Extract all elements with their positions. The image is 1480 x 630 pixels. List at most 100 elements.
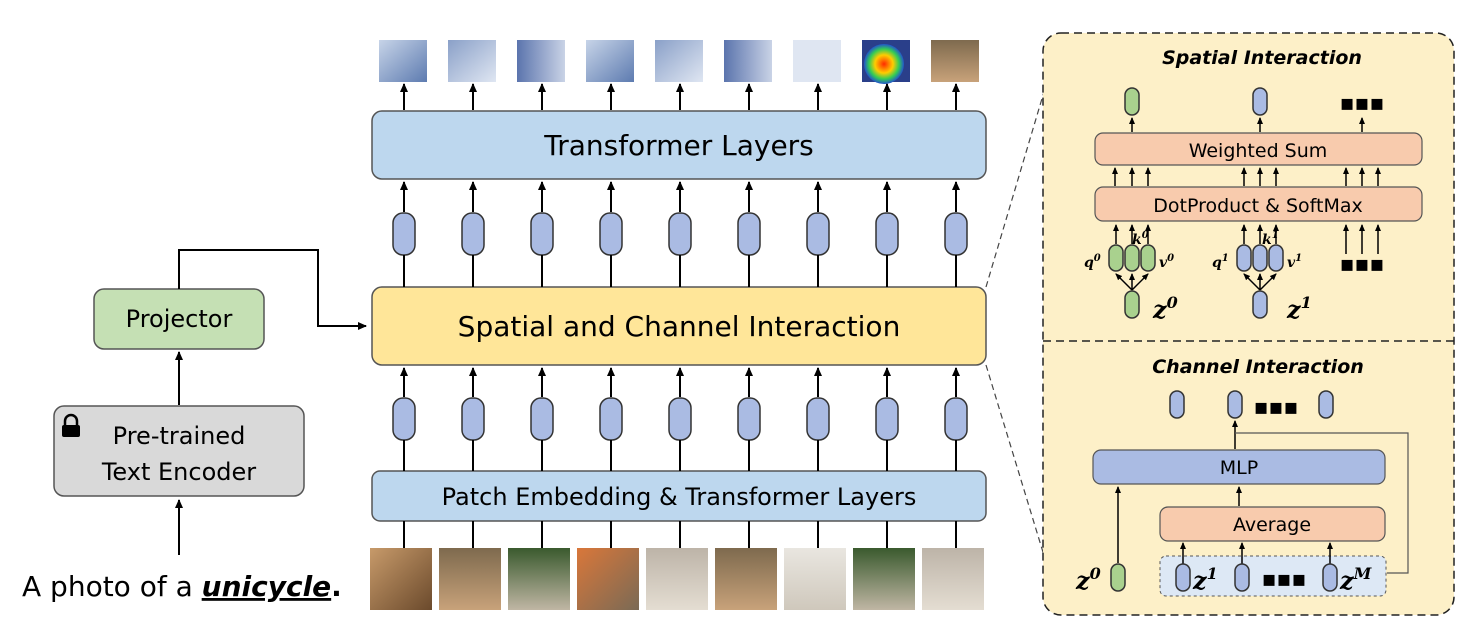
mlp-box	[1092, 449, 1386, 485]
token	[392, 212, 416, 256]
k0-label: k0	[1132, 230, 1149, 248]
k0-token	[1124, 244, 1140, 272]
output-thumbnail	[586, 40, 634, 82]
channel-out-token-0	[1169, 390, 1185, 419]
qkv-group-more	[1343, 224, 1381, 254]
zoom-line-top	[985, 37, 1061, 288]
input-patches	[370, 548, 984, 610]
channel-out-token-m	[1318, 390, 1334, 419]
token	[875, 212, 899, 256]
heatmap-blob	[864, 44, 904, 84]
output-thumbnail	[379, 40, 427, 82]
spatial-out-ellipsis: ▪▪▪	[1340, 91, 1385, 116]
dotproduct-softmax-label: DotProduct & SoftMax	[1153, 195, 1363, 217]
channel-z1-token	[1175, 563, 1191, 592]
token	[461, 397, 485, 441]
token	[599, 212, 623, 256]
token	[599, 397, 623, 441]
mlp-label: MLP	[1220, 457, 1258, 479]
output-thumbnail	[931, 40, 979, 82]
z1-token	[1252, 290, 1268, 319]
output-thumbnail	[448, 40, 496, 82]
channel-out-token-1	[1227, 390, 1243, 419]
channel-z1-label: z1	[1192, 564, 1218, 595]
channel-z0-token	[1110, 563, 1126, 592]
q0-label: q0	[1084, 253, 1101, 271]
z0-token	[1124, 290, 1140, 319]
v0-token	[1140, 244, 1156, 272]
token	[944, 397, 968, 441]
dotproduct-softmax-box	[1094, 186, 1423, 222]
input-patch	[646, 548, 708, 610]
token	[461, 212, 485, 256]
input-patch	[577, 548, 639, 610]
patch-embedding-label: Patch Embedding & Transformer Layers	[442, 483, 917, 511]
token	[944, 212, 968, 256]
caption-word: unicycle	[202, 570, 332, 603]
token	[806, 212, 830, 256]
token	[530, 212, 554, 256]
token	[530, 397, 554, 441]
text-encoder-box	[53, 405, 305, 497]
token	[668, 212, 692, 256]
text-encoder-label-line1: Pre-trained	[113, 422, 246, 450]
channel-out-ellipsis: ▪▪▪	[1254, 395, 1299, 420]
input-patch	[370, 548, 432, 610]
caption-suffix: .	[331, 570, 342, 603]
output-thumbnails	[379, 40, 979, 84]
token	[668, 397, 692, 441]
spatial-group-ellipsis: ▪▪▪	[1340, 252, 1385, 277]
main-token-columns	[392, 83, 968, 548]
token	[737, 212, 761, 256]
residual-connection	[1235, 432, 1409, 574]
input-patch	[922, 548, 984, 610]
average-box	[1159, 506, 1386, 542]
caption-prefix: A photo of a	[22, 570, 202, 603]
spatial-out-token-0	[1124, 87, 1140, 116]
channel-title: Channel Interaction	[1152, 356, 1364, 378]
lock-icon	[62, 413, 80, 437]
v0-label: v0	[1159, 253, 1174, 271]
qkv-group-0	[1108, 224, 1156, 319]
spatial-out-token-1	[1252, 87, 1268, 116]
output-thumbnail	[724, 40, 772, 82]
average-label: Average	[1233, 514, 1311, 536]
weighted-sum-label: Weighted Sum	[1189, 140, 1328, 162]
v1-label: v1	[1287, 253, 1302, 271]
channel-zm-token	[1322, 563, 1338, 592]
input-patch	[784, 548, 846, 610]
transformer-layers-label: Transformer Layers	[543, 129, 814, 162]
output-thumbnail	[793, 40, 841, 82]
transformer-layers-box	[371, 110, 987, 180]
arrow-projector-to-interaction	[178, 249, 367, 330]
q1-label: q1	[1212, 253, 1229, 271]
channel-group-ellipsis: ▪▪▪	[1262, 567, 1307, 592]
text-encoder-label-line2: Text Encoder	[101, 458, 256, 486]
token	[737, 397, 761, 441]
token	[806, 397, 830, 441]
channel-zm-label: zM	[1339, 564, 1373, 595]
v1-token	[1268, 244, 1284, 272]
output-thumbnail	[655, 40, 703, 82]
caption: A photo of a unicycle.	[22, 570, 342, 603]
interaction-label: Spatial and Channel Interaction	[458, 310, 901, 343]
output-thumbnail	[517, 40, 565, 82]
input-patch	[853, 548, 915, 610]
z0-label-spatial: z0	[1152, 293, 1178, 324]
k1-label: k1	[1262, 230, 1279, 248]
arrows-dot-to-weighted	[1112, 167, 1381, 186]
input-patch	[439, 548, 501, 610]
q1-token	[1236, 244, 1252, 272]
projector-label: Projector	[126, 305, 233, 333]
channel-z0-label: z0	[1075, 564, 1101, 595]
token	[875, 397, 899, 441]
k1-token	[1252, 244, 1268, 272]
input-patch	[715, 548, 777, 610]
weighted-sum-box	[1094, 132, 1423, 166]
z1-label-spatial: z1	[1286, 293, 1312, 324]
qkv-group-1	[1236, 224, 1284, 319]
token	[392, 397, 416, 441]
spatial-title: Spatial Interaction	[1162, 47, 1362, 69]
input-patch	[508, 548, 570, 610]
